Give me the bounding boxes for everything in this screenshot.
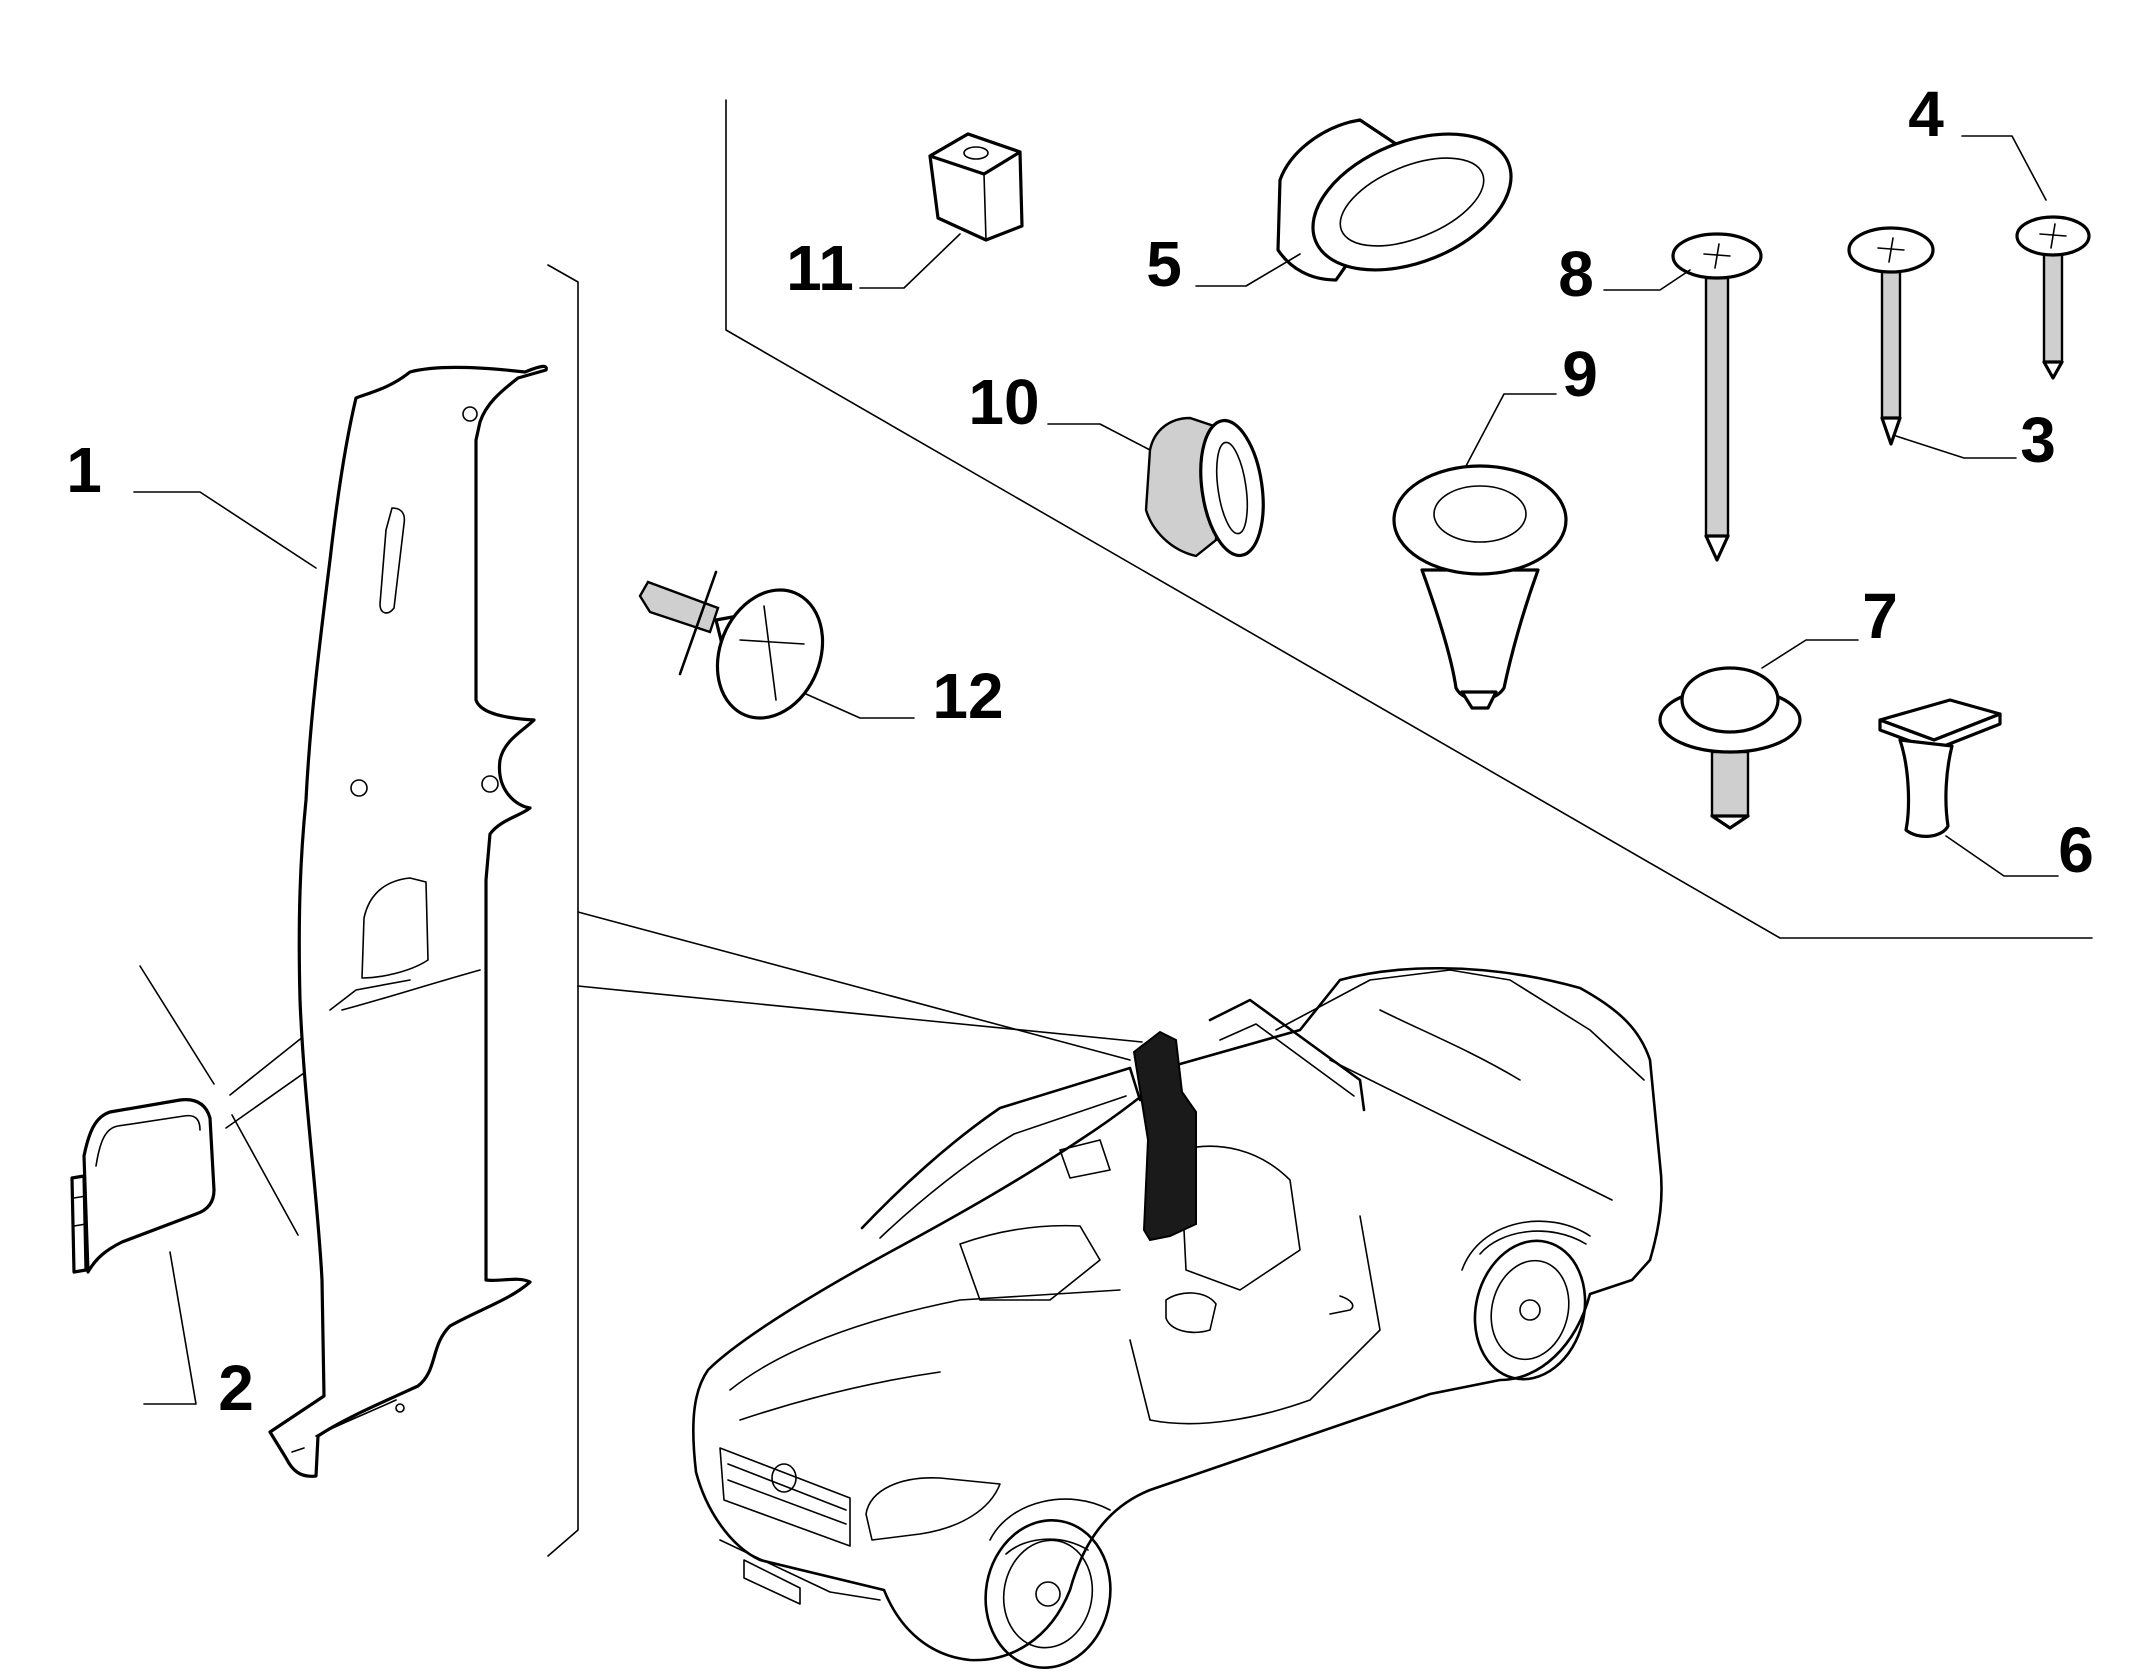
callout-10: 10 xyxy=(968,366,1039,438)
part-11-square-nut xyxy=(928,132,1024,242)
callout-7: 7 xyxy=(1862,580,1898,652)
leader-1 xyxy=(133,491,317,569)
leader-5 xyxy=(1195,253,1301,287)
leader-11 xyxy=(859,233,961,289)
leader-8 xyxy=(1603,269,1691,291)
callout-6: 6 xyxy=(2058,814,2094,886)
part-6-clip xyxy=(1878,698,2002,838)
leader-3 xyxy=(1895,435,2017,459)
part-7-push-rivet xyxy=(1658,666,1802,830)
callout-11: 11 xyxy=(786,232,854,304)
part-4-screw xyxy=(2015,215,2091,380)
leader-4 xyxy=(1961,135,2047,201)
callout-12: 12 xyxy=(932,660,1003,732)
part-3-screw xyxy=(1847,226,1935,446)
callout-8: 8 xyxy=(1558,238,1594,310)
part-12-fastener xyxy=(638,570,825,720)
part-5-oval-grommet xyxy=(1276,118,1513,282)
frame-lines xyxy=(139,99,2093,1557)
callout-3: 3 xyxy=(2020,404,2056,476)
callout-5: 5 xyxy=(1146,228,1182,300)
part-1-pillar-trim xyxy=(268,364,548,1478)
callout-4: 4 xyxy=(1908,78,1944,150)
vehicle-pickup xyxy=(692,966,1663,1669)
callout-1: 1 xyxy=(66,434,102,506)
leader-9 xyxy=(1465,393,1557,467)
callout-9: 9 xyxy=(1562,338,1598,410)
leader-lines xyxy=(133,135,2059,1405)
leader-12 xyxy=(805,693,915,719)
part-2-cover-cap xyxy=(70,1098,216,1274)
part-8-long-screw xyxy=(1671,232,1763,562)
leader-7 xyxy=(1761,639,1859,669)
leader-2 xyxy=(143,1251,197,1405)
callout-labels: 1 2 3 4 5 6 7 8 9 10 11 12 xyxy=(66,78,2094,1424)
leader-6 xyxy=(1945,835,2059,877)
leader-10 xyxy=(1047,423,1151,451)
part-10-oval-clip xyxy=(1144,416,1265,558)
callout-2: 2 xyxy=(218,1352,254,1424)
part-9-fir-tree xyxy=(1392,464,1568,710)
